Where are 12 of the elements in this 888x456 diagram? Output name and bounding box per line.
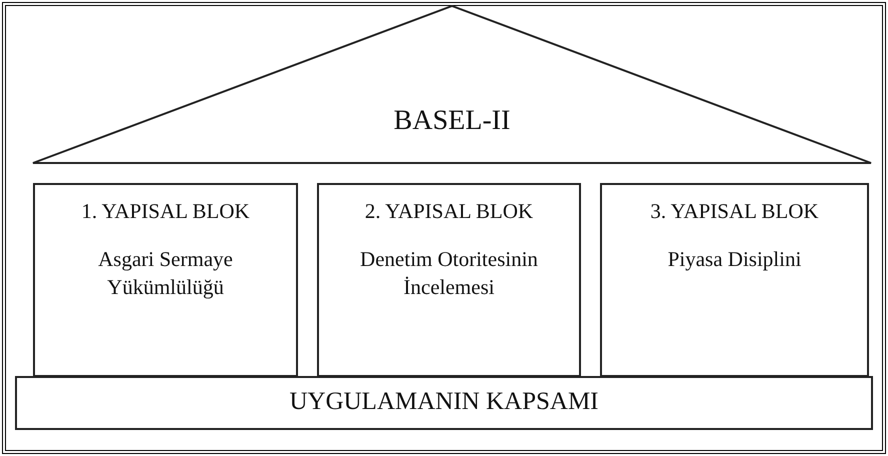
pillar-box — [600, 183, 869, 377]
roof-title: BASEL-II — [392, 105, 512, 137]
block-title: Asgari Sermaye Yükümlülüğü — [97, 246, 234, 301]
block-heading: 2. YAPISAL BLOK — [364, 198, 534, 225]
block-heading: 3. YAPISAL BLOK — [649, 198, 820, 225]
pillar-box — [317, 183, 581, 377]
pillar-box — [33, 183, 298, 377]
block-title: Piyasa Disiplini — [666, 246, 802, 273]
base-title: UYGULAMANIN KAPSAMI — [288, 388, 600, 416]
block-heading: 1. YAPISAL BLOK — [80, 198, 251, 225]
base-box — [15, 376, 873, 430]
block-title: Denetim Otoritesinin İncelemesi — [359, 246, 539, 301]
